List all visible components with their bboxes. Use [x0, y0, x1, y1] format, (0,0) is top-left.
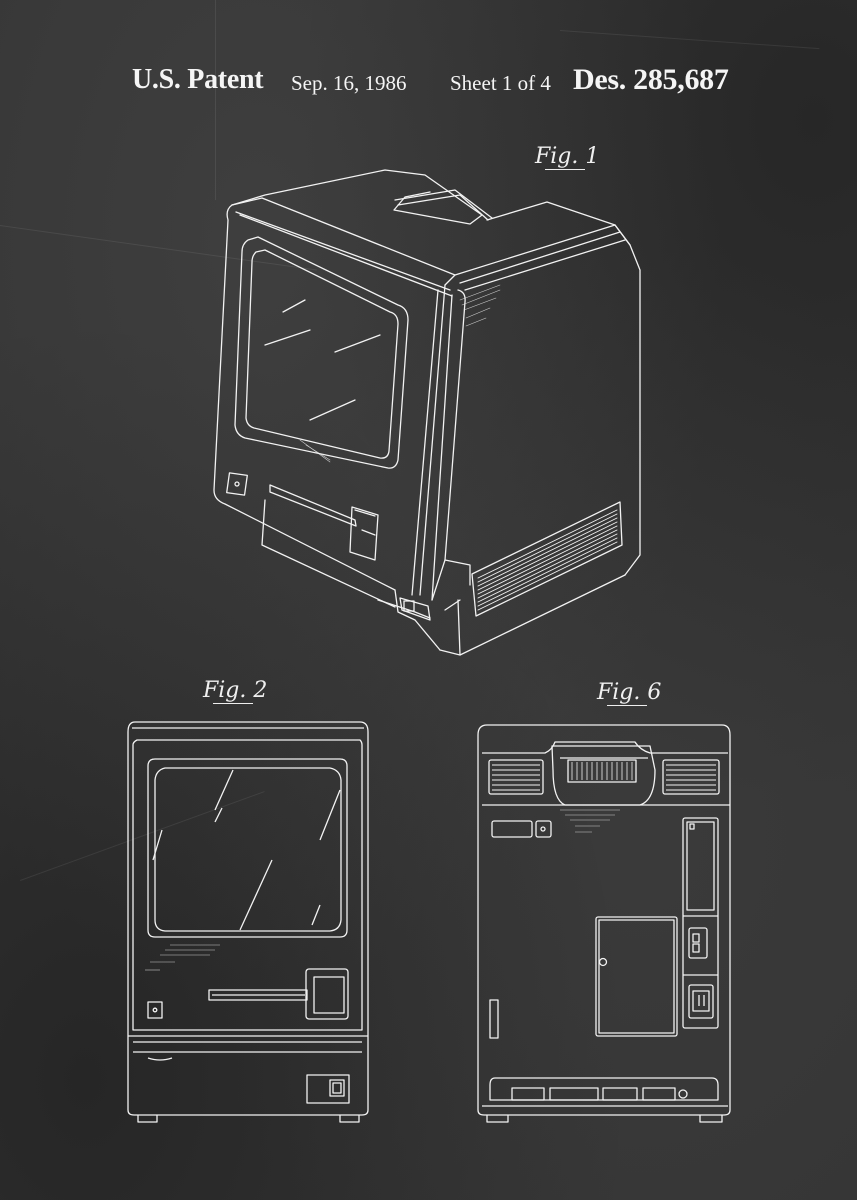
- patent-date: Sep. 16, 1986: [291, 71, 407, 95]
- fig6-label-text: Fig. 6: [597, 680, 662, 705]
- fig2-label: Fig. 2: [203, 678, 268, 704]
- sheet-number: Sheet 1 of 4: [450, 71, 551, 95]
- fig6-label: Fig. 6: [597, 680, 662, 706]
- patent-header: U.S. Patent Sep. 16, 1986 Sheet 1 of 4 D…: [0, 62, 857, 106]
- fig1-perspective-drawing: [0, 0, 857, 700]
- fig1-label-text: Fig. 1: [535, 144, 600, 169]
- fig2-label-text: Fig. 2: [203, 678, 268, 703]
- patent-label: U.S. Patent: [132, 64, 264, 95]
- patent-number: Des. 285,687: [573, 63, 729, 96]
- chalk-scratch: [215, 0, 216, 200]
- fig1-label: Fig. 1: [535, 144, 600, 170]
